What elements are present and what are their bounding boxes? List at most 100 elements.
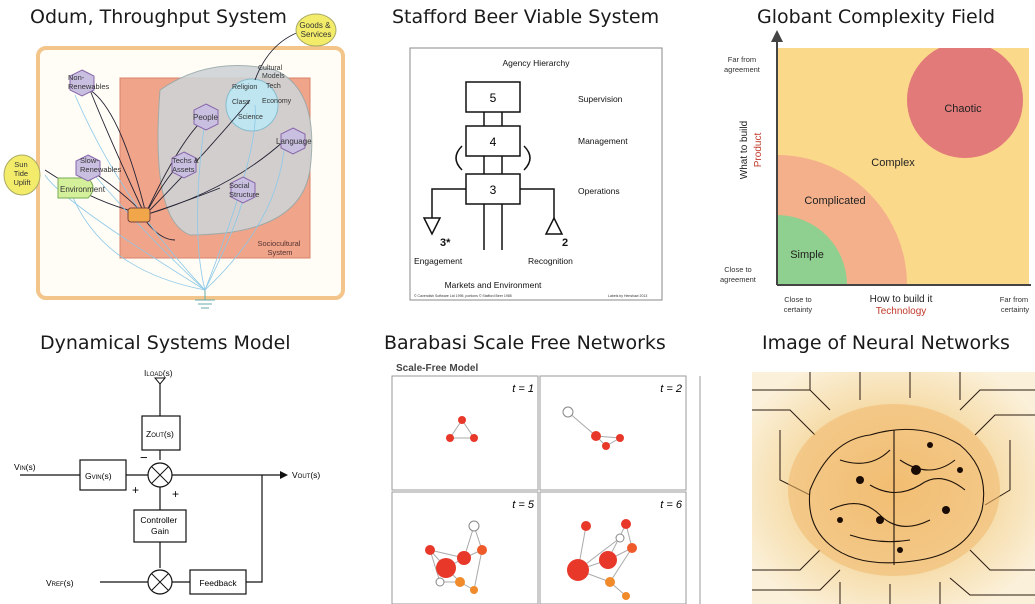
people-label: People bbox=[193, 113, 218, 122]
globant-title: Globant Complexity Field bbox=[757, 6, 996, 28]
social-structure-node bbox=[230, 176, 256, 204]
beer-credit-right: Labels by Henshaw 2013 bbox=[608, 294, 647, 298]
system-4-box bbox=[465, 125, 521, 157]
svg-text:Techs & Assets: Techs & Assets bbox=[172, 156, 201, 174]
vin-label: VIN(s) bbox=[14, 462, 36, 472]
feedback-label: Feedback bbox=[199, 578, 237, 588]
plus-left: + bbox=[132, 483, 139, 497]
neural-panel: Image of Neural Networks bbox=[720, 320, 1035, 604]
non-renewables-node bbox=[69, 69, 95, 97]
system-5-label: 5 bbox=[490, 91, 497, 105]
simple-region bbox=[777, 215, 847, 285]
environment-label: Environment bbox=[60, 185, 106, 194]
sun-label: Sun bbox=[14, 160, 27, 169]
odum-diagram: Goods & Services Sun Tide Uplift Environ… bbox=[3, 13, 345, 309]
t5-label: t = 5 bbox=[512, 499, 535, 511]
beer-panel: Stafford Beer Viable System Agency Hiera… bbox=[350, 0, 695, 310]
science-label: Science bbox=[238, 114, 263, 121]
svg-text:Goods & Services: Goods & Services bbox=[299, 21, 332, 39]
engagement-triangle bbox=[422, 217, 442, 236]
slow-renewables-label-2: Renewables bbox=[80, 165, 122, 174]
t6-label: t = 6 bbox=[660, 499, 683, 511]
techs-assets-node bbox=[171, 151, 197, 179]
social-label-2: Structure bbox=[229, 190, 259, 199]
beer-diagram: Agency Hierarchy 5 4 3 Supervision Manag… bbox=[409, 47, 663, 301]
system-4-label: 4 bbox=[490, 135, 497, 149]
odum-title: Odum, Throughput System bbox=[30, 6, 287, 28]
religion-label: Religion bbox=[232, 84, 257, 91]
plus-bottom: + bbox=[172, 487, 179, 501]
goods-services-node bbox=[295, 13, 337, 47]
language-label: Language bbox=[276, 137, 312, 146]
odum-panel: Odum, Throughput System Goods & Services… bbox=[0, 0, 350, 310]
uplift-label: Uplift bbox=[13, 178, 31, 187]
minus-sign: − bbox=[140, 450, 148, 465]
cultural-label: Cultural bbox=[258, 65, 283, 72]
scale-free-model: Scale-Free Model t = 1 t = 2 t = 5 t = 6 bbox=[391, 363, 701, 604]
barabasi-panel: Barabasi Scale Free Networks Scale-Free … bbox=[370, 320, 710, 604]
svg-text:Slow- Renewables: Slow- Renewables bbox=[80, 156, 122, 174]
globant-panel: Globant Complexity Field Chaotic Complex… bbox=[695, 0, 1035, 320]
engagement-label: Engagement bbox=[414, 256, 463, 266]
non-renewables-label-2: Renewables bbox=[68, 82, 110, 91]
iload-label: ILOAD(s) bbox=[144, 368, 173, 378]
system-5-box bbox=[465, 81, 521, 113]
zout-block bbox=[141, 415, 181, 451]
zout-label: ZOUT(s) bbox=[146, 429, 174, 439]
models-cluster bbox=[225, 78, 279, 132]
neural-network-image bbox=[752, 372, 1035, 604]
three-star-label: 3* bbox=[440, 237, 451, 249]
vout-label: VOUT(s) bbox=[292, 470, 320, 480]
sociocultural-label-1: Sociocultural bbox=[257, 239, 300, 248]
frame-t1 bbox=[391, 375, 539, 491]
recognition-label: Recognition bbox=[528, 256, 573, 266]
svg-text:Cultural Models Re: Cultural Models Religion Tech Class Econ… bbox=[232, 65, 293, 121]
barabasi-title: Barabasi Scale Free Networks bbox=[384, 332, 666, 354]
x-far-label-1: Far from bbox=[1000, 295, 1028, 304]
y-close-label-2: agreement bbox=[720, 275, 757, 284]
models-label: Models bbox=[262, 73, 285, 80]
frame-t2 bbox=[539, 375, 687, 491]
feedback-block bbox=[189, 569, 247, 595]
svg-text:Social Structure: Social Structure bbox=[229, 181, 259, 199]
vref-label: VREF(s) bbox=[46, 578, 74, 588]
people-node bbox=[193, 103, 219, 131]
slow-renewables-label-1: Slow- bbox=[80, 156, 99, 165]
x-axis-label: How to build it bbox=[870, 294, 933, 305]
y-far-label-1: Far from bbox=[728, 55, 756, 64]
sociocultural-label-2: System bbox=[267, 248, 292, 257]
simple-label: Simple bbox=[790, 249, 824, 261]
svg-text:Sociocultural System: Sociocultural System bbox=[257, 239, 302, 257]
beer-frame bbox=[409, 47, 663, 301]
y-far-label-2: agreement bbox=[724, 65, 761, 74]
dynamical-panel: Dynamical Systems Model ILOAD(s) ZOUT(s)… bbox=[0, 320, 350, 604]
techs-label-2: Assets bbox=[172, 165, 195, 174]
y-close-label-1: Close to bbox=[724, 265, 752, 274]
controller-gain-block bbox=[133, 509, 187, 543]
t1-label: t = 1 bbox=[512, 383, 534, 395]
management-label: Management bbox=[578, 136, 628, 146]
sun-tide-uplift-node bbox=[3, 154, 41, 196]
storage-tank bbox=[127, 207, 151, 223]
svg-text:Far from agreement: Far from agreement Close to agreement Cl… bbox=[720, 55, 1030, 314]
slow-renewables-node bbox=[75, 154, 101, 182]
neural-title: Image of Neural Networks bbox=[762, 332, 1010, 354]
chaotic-region bbox=[907, 48, 1023, 158]
techs-label-1: Techs & bbox=[172, 156, 199, 165]
system-3-label: 3 bbox=[490, 183, 497, 197]
svg-text:Controller Gain: Controller Gain bbox=[140, 515, 179, 536]
economy-label: Economy bbox=[262, 98, 292, 105]
tech-label: Tech bbox=[266, 83, 281, 90]
goods-label-2: Services bbox=[301, 30, 332, 39]
social-label-1: Social bbox=[229, 181, 250, 190]
complexity-field: Chaotic Complex Complicated Simple Far f… bbox=[720, 30, 1031, 317]
complex-label: Complex bbox=[871, 157, 915, 169]
beer-header: Agency Hierarchy bbox=[502, 58, 570, 68]
chaotic-label: Chaotic bbox=[944, 103, 982, 115]
x-close-label-2: certainty bbox=[784, 305, 813, 314]
two-label: 2 bbox=[562, 237, 568, 249]
gvin-block bbox=[79, 459, 127, 491]
language-node bbox=[280, 127, 306, 155]
supervision-label: Supervision bbox=[578, 94, 623, 104]
gvin-label: GVIN(s) bbox=[85, 471, 112, 481]
